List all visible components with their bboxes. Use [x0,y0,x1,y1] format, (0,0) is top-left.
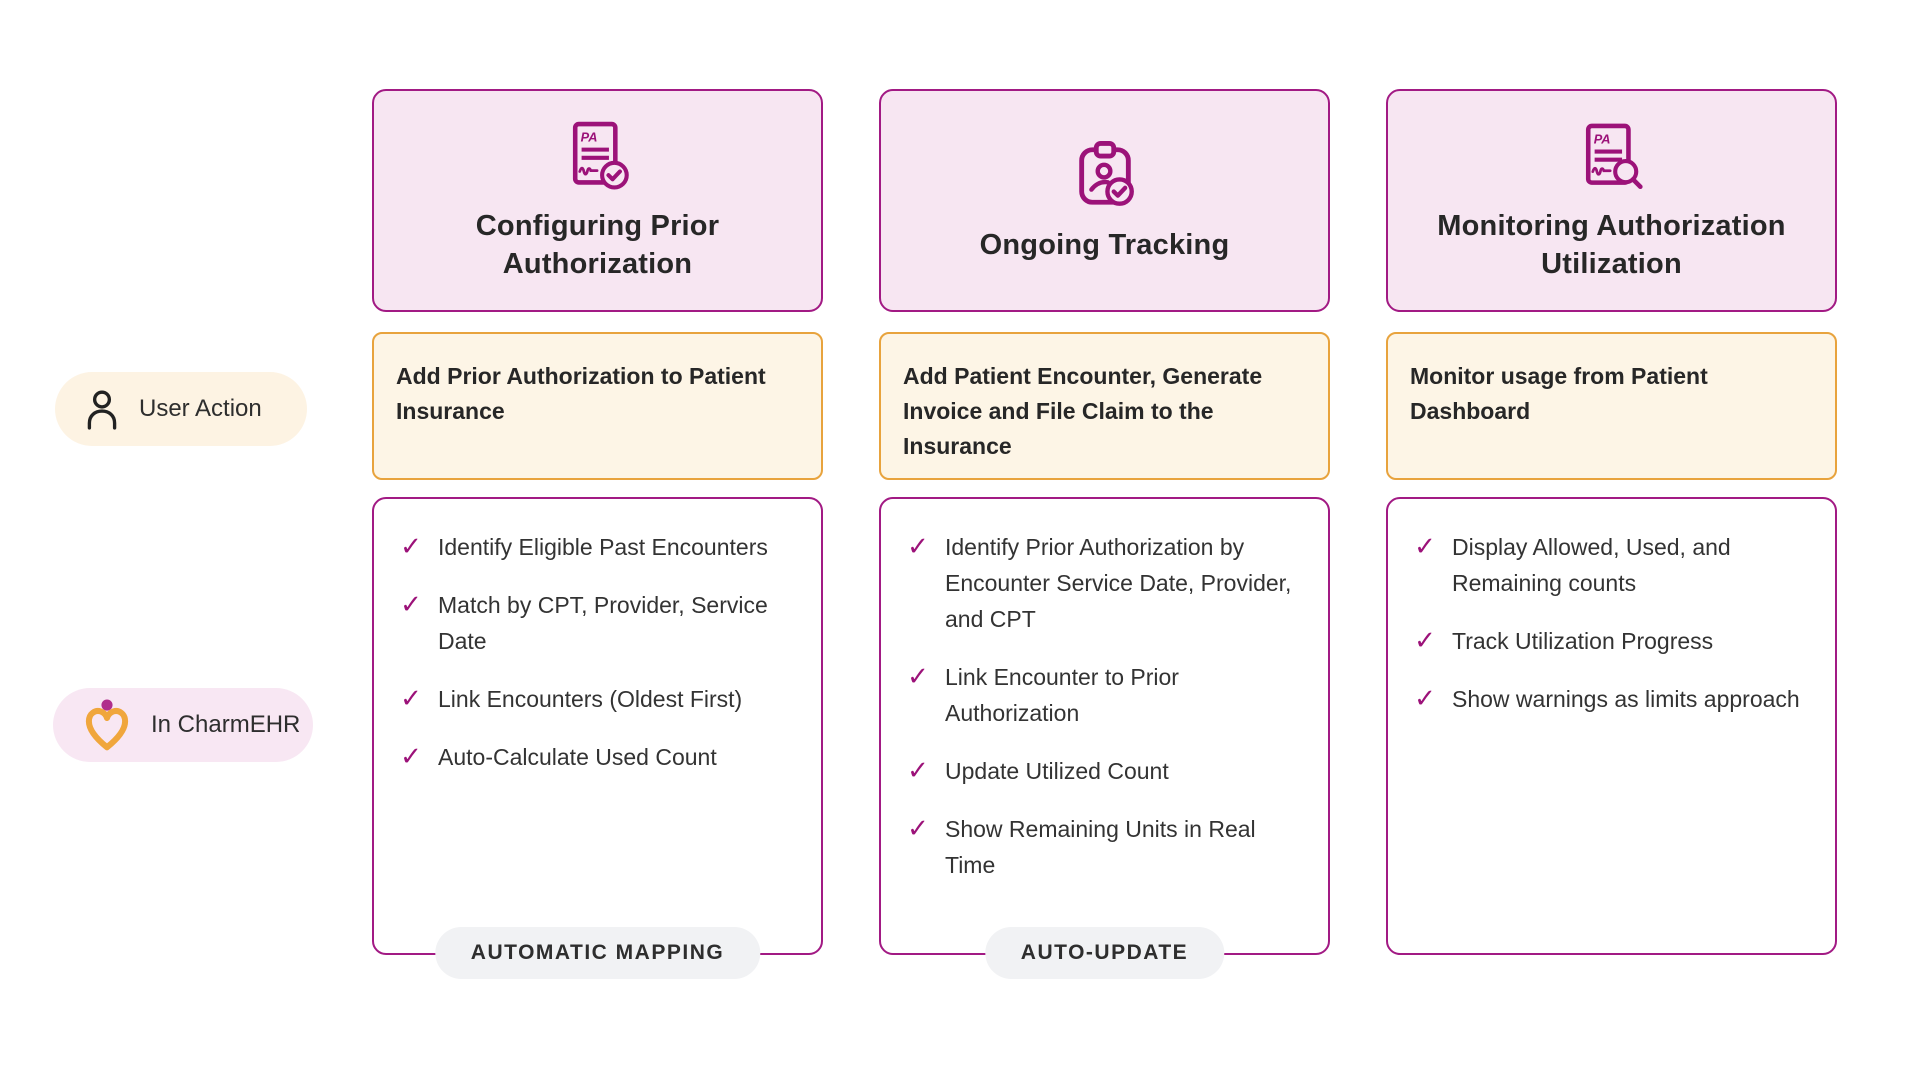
steps-list: ✓ Identify Eligible Past Encounters ✓ Ma… [398,529,797,775]
column-monitoring-authorization-utilization: PA Monitoring Authorization Utilization … [1386,89,1837,955]
list-item: ✓ Link Encounter to Prior Authorization [905,659,1304,731]
list-item: ✓ Update Utilized Count [905,753,1304,789]
user-action-text: Add Patient Encounter, Generate Invoice … [903,363,1263,459]
clipboard-person-check-icon [1070,134,1140,212]
list-item: ✓ Display Allowed, Used, and Remaining c… [1412,529,1811,601]
column-header-card: PA Monitoring Authorization Utilization [1386,89,1837,312]
person-icon [83,388,121,430]
row-label-text: In CharmEHR [151,711,301,738]
check-icon: ✓ [400,741,422,771]
user-action-card: Add Prior Authorization to Patient Insur… [372,332,823,480]
column-title: Ongoing Tracking [979,228,1230,261]
row-label-text: User Action [139,395,262,422]
check-icon: ✓ [907,531,929,561]
list-item: ✓ Identify Eligible Past Encounters [398,529,797,565]
list-item: ✓ Track Utilization Progress [1412,623,1811,659]
check-icon: ✓ [400,589,422,619]
user-action-text: Monitor usage from Patient Dashboard [1410,363,1708,424]
pa-document-search-icon: PA [1580,115,1644,193]
automation-badge: AUTO-UPDATE [984,927,1225,979]
column-header-card: PA Configuring Prior Authorization [372,89,823,312]
list-item: ✓ Match by CPT, Provider, Service Date [398,587,797,659]
charm-heart-icon [81,696,133,754]
list-item: ✓ Show warnings as limits approach [1412,681,1811,717]
list-item: ✓ Auto-Calculate Used Count [398,739,797,775]
check-icon: ✓ [1414,625,1436,655]
user-action-card: Monitor usage from Patient Dashboard [1386,332,1837,480]
automation-badge: AUTOMATIC MAPPING [434,927,761,979]
check-icon: ✓ [400,683,422,713]
user-action-card: Add Patient Encounter, Generate Invoice … [879,332,1330,480]
column-configuring-prior-authorization: PA Configuring Prior Authorization Add P… [372,89,823,979]
steps-list: ✓ Identify Prior Authorization by Encoun… [905,529,1304,883]
check-icon: ✓ [1414,531,1436,561]
workflow-columns: PA Configuring Prior Authorization Add P… [372,89,1837,979]
svg-text:PA: PA [580,129,597,144]
row-label-user-action: User Action [55,372,307,446]
check-icon: ✓ [1414,683,1436,713]
pa-document-check-icon: PA [567,115,629,193]
svg-text:PA: PA [1593,131,1610,146]
check-icon: ✓ [907,813,929,843]
row-label-in-charmehr: In CharmEHR [53,688,313,762]
list-item: ✓ Link Encounters (Oldest First) [398,681,797,717]
user-action-text: Add Prior Authorization to Patient Insur… [396,363,766,424]
check-icon: ✓ [400,531,422,561]
steps-list: ✓ Display Allowed, Used, and Remaining c… [1412,529,1811,717]
check-icon: ✓ [907,661,929,691]
check-icon: ✓ [907,755,929,785]
column-title: Monitoring Authorization Utilization [1437,209,1786,280]
list-item: ✓ Show Remaining Units in Real Time [905,811,1304,883]
column-title: Configuring Prior Authorization [475,209,720,280]
list-item: ✓ Identify Prior Authorization by Encoun… [905,529,1304,637]
column-header-card: Ongoing Tracking [879,89,1330,312]
column-ongoing-tracking: Ongoing Tracking Add Patient Encounter, … [879,89,1330,979]
system-steps-card: ✓ Identify Prior Authorization by Encoun… [879,497,1330,979]
system-steps-card: ✓ Display Allowed, Used, and Remaining c… [1386,497,1837,955]
system-steps-card: ✓ Identify Eligible Past Encounters ✓ Ma… [372,497,823,979]
